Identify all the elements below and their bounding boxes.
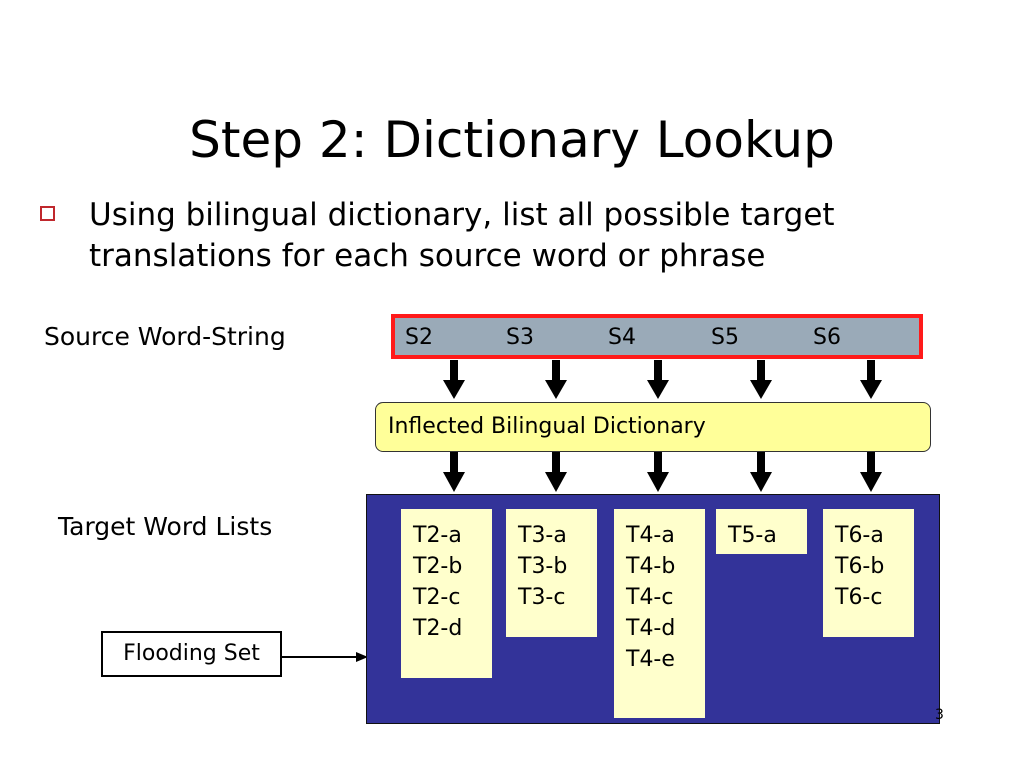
arrow-down-icon [443, 452, 465, 492]
bullet-square-icon [40, 206, 55, 221]
arrow-down-icon [860, 452, 882, 492]
target-word: T4-d [626, 616, 676, 641]
arrow-down-icon [443, 360, 465, 399]
target-word: T6-a [835, 523, 884, 548]
source-word: S5 [711, 325, 739, 350]
arrow-down-icon [750, 452, 772, 492]
dictionary-label: Inflected Bilingual Dictionary [388, 414, 706, 439]
arrow-down-icon [545, 452, 567, 492]
arrow-down-icon [647, 452, 669, 492]
target-word: T3-a [518, 523, 567, 548]
source-word-string-bar: S2 S3 S4 S5 S6 [391, 314, 923, 359]
source-word-string-label: Source Word-String [44, 322, 286, 351]
page-number: 3 [935, 707, 944, 723]
target-word: T6-b [835, 554, 885, 579]
arrow-down-icon [647, 360, 669, 399]
source-word: S6 [813, 325, 841, 350]
flooding-set-label: Flooding Set [123, 641, 260, 666]
arrow-down-icon [545, 360, 567, 399]
target-list-t2: T2-a T2-b T2-c T2-d [401, 509, 492, 678]
target-word-lists-panel: T2-a T2-b T2-c T2-d T3-a T3-b T3-c T4-a … [366, 494, 940, 724]
target-word: T6-c [835, 585, 883, 610]
source-word: S4 [608, 325, 636, 350]
target-word: T4-b [626, 554, 676, 579]
arrow-down-icon [750, 360, 772, 399]
target-word: T2-b [413, 554, 463, 579]
target-word: T3-c [518, 585, 566, 610]
target-word: T4-e [626, 647, 675, 672]
target-word: T5-a [728, 523, 777, 548]
target-word: T2-a [413, 523, 462, 548]
target-word: T2-c [413, 585, 461, 610]
target-list-t4: T4-a T4-b T4-c T4-d T4-e [614, 509, 705, 718]
target-word: T4-a [626, 523, 675, 548]
arrow-right-icon [282, 652, 368, 662]
target-word: T3-b [518, 554, 568, 579]
bullet-text: Using bilingual dictionary, list all pos… [89, 197, 835, 274]
target-word: T2-d [413, 616, 463, 641]
target-word-lists-label: Target Word Lists [58, 512, 273, 541]
target-word: T4-c [626, 585, 674, 610]
flooding-set-box: Flooding Set [101, 631, 282, 677]
source-word: S3 [506, 325, 534, 350]
source-word: S2 [405, 325, 433, 350]
target-list-t5: T5-a [716, 509, 807, 554]
bilingual-dictionary-box: Inflected Bilingual Dictionary [375, 402, 931, 452]
arrow-down-icon [860, 360, 882, 399]
slide-title: Step 2: Dictionary Lookup [189, 111, 835, 169]
target-list-t6: T6-a T6-b T6-c [823, 509, 914, 637]
target-list-t3: T3-a T3-b T3-c [506, 509, 597, 637]
